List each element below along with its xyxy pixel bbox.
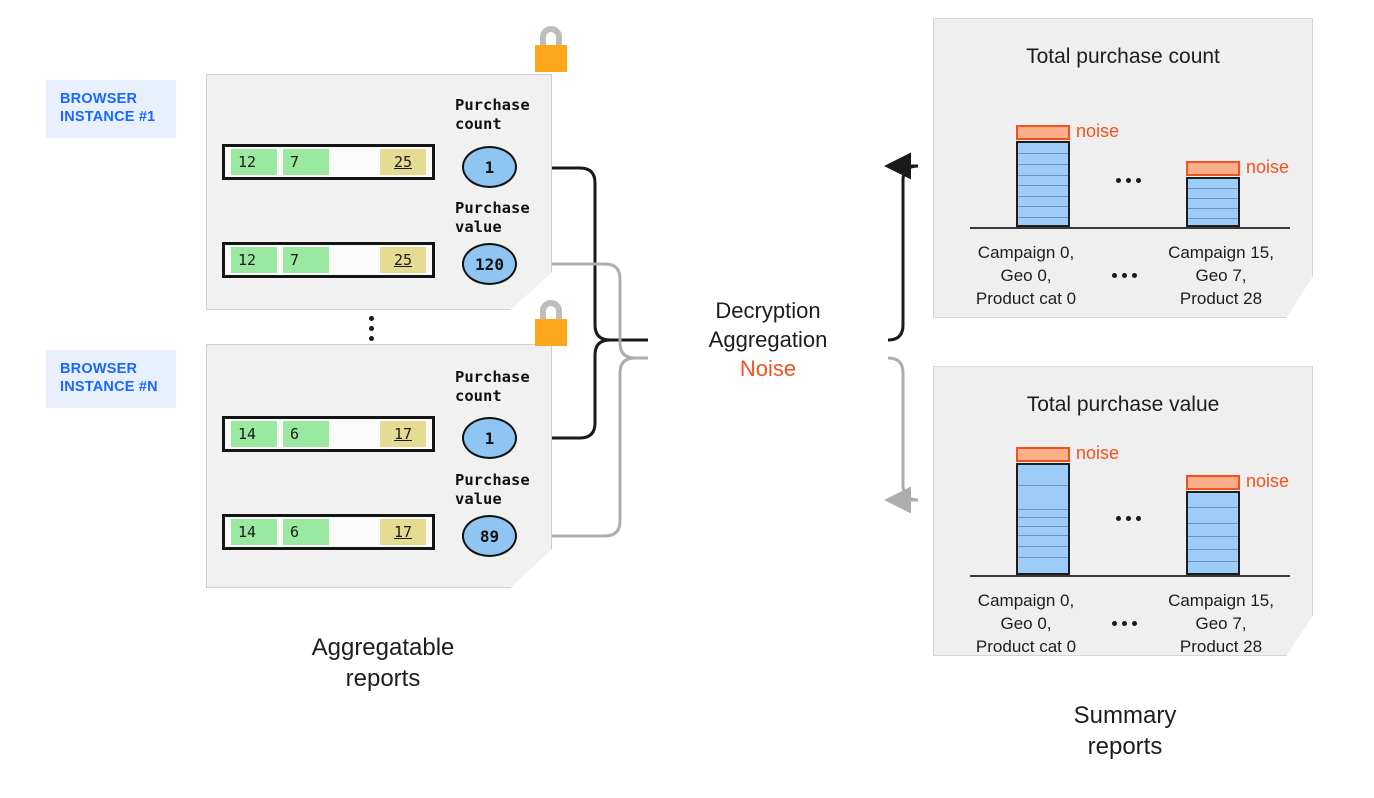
report-cell-value-text: 17 (393, 425, 413, 443)
bar-group-1: noise (1186, 471, 1289, 575)
report-cell-key2: 7 (283, 149, 329, 175)
process-aggregation: Aggregation (708, 327, 828, 352)
chart-ellipsis-value (1116, 516, 1141, 521)
category-ellipsis-count (1112, 273, 1137, 278)
noise-label-1: noise (1246, 471, 1290, 491)
summary-report-panel-value: Total purchase value noise (933, 366, 1313, 656)
chart-ellipsis-count (1116, 178, 1141, 183)
category-ellipsis-value (1112, 621, 1137, 626)
summary-title-count: Total purchase count (1026, 45, 1220, 68)
padlock-icon (535, 300, 567, 346)
noise-label-0: noise (1076, 121, 1120, 141)
chart-plot-value: noise noise (970, 441, 1290, 577)
report-cell-key2: 6 (283, 421, 329, 447)
chart-axis-count (970, 227, 1290, 229)
noise-cap-0: noise (1016, 121, 1119, 141)
bar-value-0 (1016, 463, 1070, 575)
metric-pill-purchase-value: 89 (462, 515, 517, 557)
report-cell-key1: 12 (231, 149, 277, 175)
noise-label-0: noise (1076, 443, 1120, 463)
metric-label-purchase-count: Purchase count (455, 368, 530, 405)
category-label-1: Campaign 15, Geo 7, Product 28 (1168, 243, 1274, 308)
noise-cap-0: noise (1016, 443, 1119, 463)
report-cell-value: 25 (380, 149, 426, 175)
caption-aggregatable-reports: Aggregatable reports (311, 634, 455, 692)
browser-instance-badge-1: BROWSER INSTANCE #1 (46, 80, 176, 138)
report-row: 14 6 17 (222, 416, 435, 452)
category-label-1: Campaign 15, Geo 7, Product 28 (1168, 591, 1274, 656)
report-row: 12 7 25 (222, 242, 435, 278)
metric-label-purchase-value: Purchase value (455, 199, 530, 236)
report-cell-key2: 6 (283, 519, 329, 545)
summary-title-value: Total purchase value (1026, 393, 1220, 416)
process-stage: Decryption Aggregation Noise (652, 296, 884, 383)
wire-value-out (884, 356, 919, 514)
bar-value-1 (1186, 491, 1240, 575)
report-cell-key2: 7 (283, 247, 329, 273)
report-row: 12 7 25 (222, 144, 435, 180)
browser-instance-badge-n: BROWSER INSTANCE #N (46, 350, 176, 408)
bar-group-1: noise (1186, 157, 1289, 227)
padlock-icon (535, 26, 567, 72)
category-label-0: Campaign 0, Geo 0, Product cat 0 (975, 591, 1077, 656)
report-cell-value: 17 (380, 519, 426, 545)
bar-count-0 (1016, 141, 1070, 227)
chart-axis-value (970, 575, 1290, 577)
summary-report-panel-count: Total purchase count noise (933, 18, 1313, 318)
report-cell-value-text: 25 (393, 251, 413, 269)
report-cell-key1: 14 (231, 519, 277, 545)
noise-cap-1: noise (1186, 157, 1289, 177)
report-cell-value: 25 (380, 247, 426, 273)
process-decryption: Decryption (715, 298, 821, 323)
noise-cap-1: noise (1186, 471, 1289, 491)
noise-label-1: noise (1246, 157, 1290, 177)
report-cell-value: 17 (380, 421, 426, 447)
report-cell-key1: 14 (231, 421, 277, 447)
report-cell-value-text: 25 (393, 153, 413, 171)
report-row: 14 6 17 (222, 514, 435, 550)
metric-label-purchase-value: Purchase value (455, 471, 530, 508)
process-noise: Noise (739, 356, 797, 381)
metric-pill-purchase-value: 120 (462, 243, 517, 285)
metric-pill-purchase-count: 1 (462, 417, 517, 459)
metric-pill-purchase-count: 1 (462, 146, 517, 188)
metric-label-purchase-count: Purchase count (455, 96, 530, 133)
bar-group-0: noise (1016, 443, 1119, 575)
caption-summary-reports: Summary reports (1073, 702, 1177, 760)
bar-count-1 (1186, 177, 1240, 227)
bar-group-0: noise (1016, 121, 1119, 227)
report-cell-value-text: 17 (393, 523, 413, 541)
wire-count-out (884, 152, 919, 342)
chart-plot-count: noise noise (970, 109, 1290, 229)
category-label-0: Campaign 0, Geo 0, Product cat 0 (975, 243, 1077, 308)
panel-ellipsis (369, 316, 374, 341)
report-cell-key1: 12 (231, 247, 277, 273)
